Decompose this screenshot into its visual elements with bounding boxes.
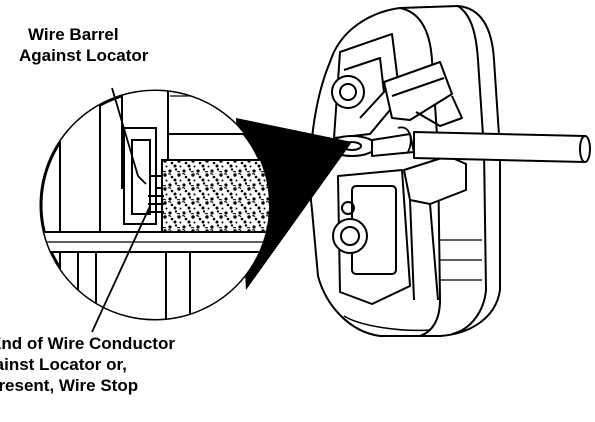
- wire-conductor-leader: [91, 205, 151, 333]
- wire-conductor-label-line1: End of Wire Conductor: [0, 334, 175, 353]
- wire-barrel-leader: [111, 87, 139, 177]
- wire-conductor-label-line2: Against Locator or,: [0, 355, 127, 374]
- projection-wedge: [236, 118, 352, 290]
- crimp-tool-head: [309, 5, 591, 337]
- wire-conductor-label-line3: If Present, Wire Stop: [0, 376, 139, 395]
- wire-conductor-callout: End of Wire Conductor Against Locator or…: [0, 333, 175, 396]
- wire-barrel-callout: Wire Barrel Against Locator: [19, 24, 148, 66]
- wire-barrel-label-line1: Wire Barrel: [28, 25, 119, 44]
- magnified-view: [39, 89, 271, 321]
- wire-barrel-label-line2: Against Locator: [19, 46, 149, 65]
